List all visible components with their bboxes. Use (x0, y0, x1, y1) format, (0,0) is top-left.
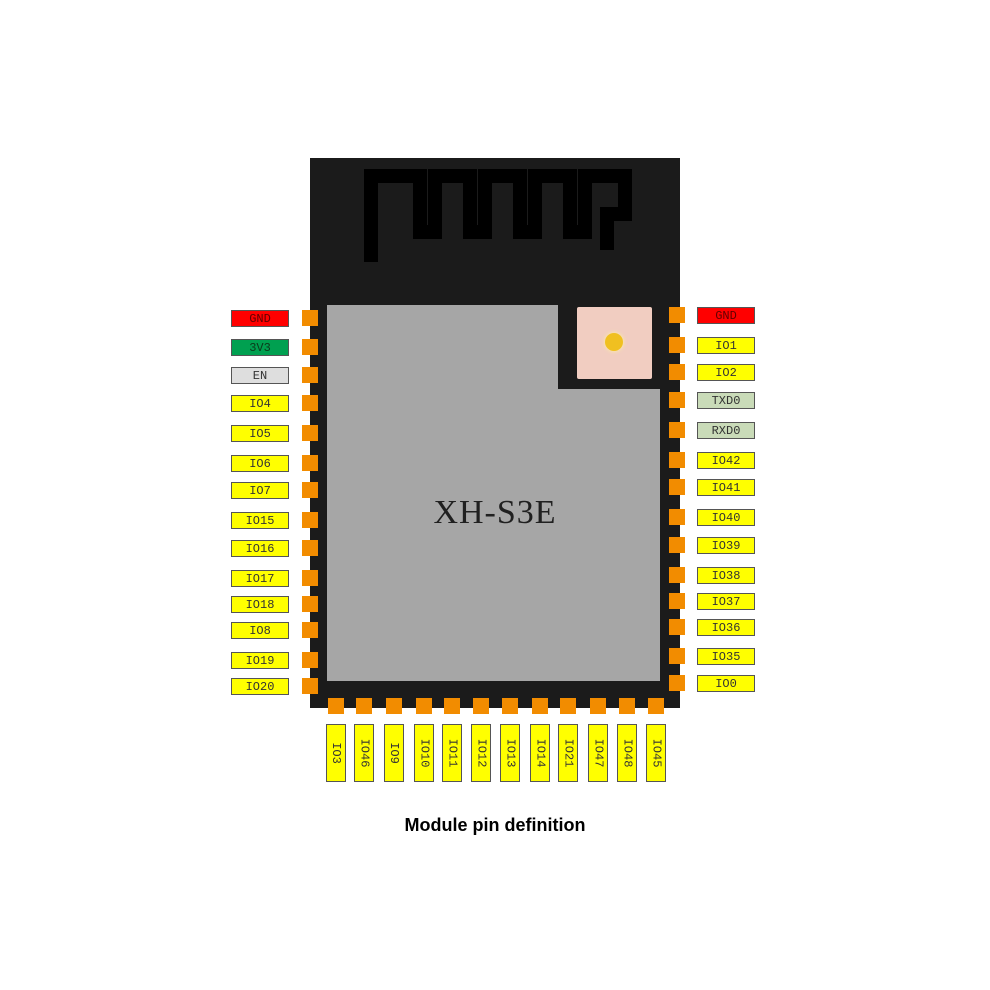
left-pin-label-io18: IO18 (231, 596, 289, 613)
left-pad (302, 570, 318, 586)
bottom-pin-label-io48: IO48 (617, 724, 637, 782)
right-pad (669, 567, 685, 583)
left-pad (302, 425, 318, 441)
left-pad (302, 310, 318, 326)
bottom-pin-label-io46: IO46 (354, 724, 374, 782)
right-pin-label-io41: IO41 (697, 479, 755, 496)
right-pad (669, 509, 685, 525)
right-pin-label-txd0: TXD0 (697, 392, 755, 409)
bottom-pin-label-io47: IO47 (588, 724, 608, 782)
bottom-pad (560, 698, 576, 714)
left-pin-label-io5: IO5 (231, 425, 289, 442)
right-pin-label-io39: IO39 (697, 537, 755, 554)
right-pad (669, 619, 685, 635)
left-pin-label-gnd: GND (231, 310, 289, 327)
left-pad (302, 339, 318, 355)
bottom-pad (619, 698, 635, 714)
left-pad (302, 622, 318, 638)
right-pin-label-io0: IO0 (697, 675, 755, 692)
right-pad (669, 307, 685, 323)
right-pin-label-io37: IO37 (697, 593, 755, 610)
bottom-pin-label-io3: IO3 (326, 724, 346, 782)
left-pad (302, 512, 318, 528)
right-pad (669, 392, 685, 408)
bottom-pad (473, 698, 489, 714)
right-pad (669, 337, 685, 353)
left-pin-label-en: EN (231, 367, 289, 384)
left-pad (302, 367, 318, 383)
left-pin-label-io7: IO7 (231, 482, 289, 499)
bottom-pad (386, 698, 402, 714)
left-pad (302, 482, 318, 498)
right-pin-label-io35: IO35 (697, 648, 755, 665)
module-name: XH-S3E (433, 494, 557, 531)
left-pin-label-io16: IO16 (231, 540, 289, 557)
right-pin-label-io1: IO1 (697, 337, 755, 354)
bottom-pad (502, 698, 518, 714)
left-pin-label-3v3: 3V3 (231, 339, 289, 356)
bottom-pad (444, 698, 460, 714)
bottom-pad (328, 698, 344, 714)
left-pin-label-io8: IO8 (231, 622, 289, 639)
bottom-pad (356, 698, 372, 714)
right-pin-label-gnd: GND (697, 307, 755, 324)
left-pin-label-io6: IO6 (231, 455, 289, 472)
bottom-pin-label-io45: IO45 (646, 724, 666, 782)
left-pad (302, 395, 318, 411)
right-pin-label-io42: IO42 (697, 452, 755, 469)
bottom-pin-label-io9: IO9 (384, 724, 404, 782)
left-pin-label-io19: IO19 (231, 652, 289, 669)
left-pad (302, 455, 318, 471)
right-pad (669, 537, 685, 553)
left-pad (302, 678, 318, 694)
left-pin-label-io17: IO17 (231, 570, 289, 587)
ipex-antenna-connector (577, 307, 652, 379)
right-pin-label-io40: IO40 (697, 509, 755, 526)
left-pad (302, 596, 318, 612)
diagram-caption: Module pin definition (404, 815, 586, 835)
bottom-pad (532, 698, 548, 714)
left-pad (302, 652, 318, 668)
bottom-pin-label-io14: IO14 (530, 724, 550, 782)
bottom-pin-label-io12: IO12 (471, 724, 491, 782)
bottom-pad (648, 698, 664, 714)
bottom-pad (416, 698, 432, 714)
right-pad (669, 452, 685, 468)
right-pad (669, 479, 685, 495)
right-pin-label-io2: IO2 (697, 364, 755, 381)
right-pad (669, 364, 685, 380)
right-pin-label-rxd0: RXD0 (697, 422, 755, 439)
left-pin-label-io20: IO20 (231, 678, 289, 695)
right-pad (669, 422, 685, 438)
bottom-pin-label-io21: IO21 (558, 724, 578, 782)
bottom-pin-label-io10: IO10 (414, 724, 434, 782)
bottom-pad (590, 698, 606, 714)
right-pin-label-io38: IO38 (697, 567, 755, 584)
right-pad (669, 593, 685, 609)
left-pad (302, 540, 318, 556)
right-pad (669, 675, 685, 691)
right-pin-label-io36: IO36 (697, 619, 755, 636)
left-pin-label-io15: IO15 (231, 512, 289, 529)
connector-center-dot (605, 333, 623, 351)
bottom-pin-label-io11: IO11 (442, 724, 462, 782)
left-pin-label-io4: IO4 (231, 395, 289, 412)
right-pad (669, 648, 685, 664)
bottom-pin-label-io13: IO13 (500, 724, 520, 782)
